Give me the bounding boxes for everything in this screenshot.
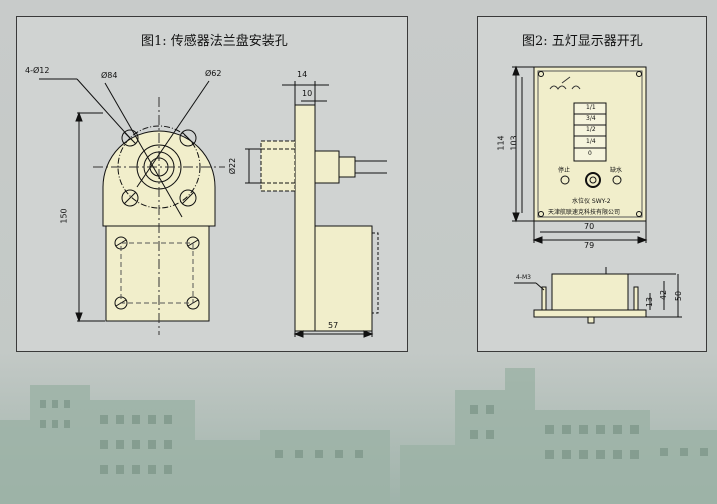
side-bracket xyxy=(314,225,373,332)
figure2-title: 图2: 五灯显示器开孔 xyxy=(522,34,643,49)
button-label-nowater: 缺水 xyxy=(610,167,623,174)
flange-hole xyxy=(179,129,197,147)
dim-w57: 57 xyxy=(328,321,339,330)
dim-w70: 70 xyxy=(584,222,595,231)
figure1-title: 图1: 传感器法兰盘安装孔 xyxy=(141,34,288,49)
dim-w14: 14 xyxy=(297,70,308,79)
dim-w79: 79 xyxy=(584,241,595,250)
figure2-panel: 图2: 五灯显示器开孔 xyxy=(477,16,707,352)
side-flange xyxy=(294,104,316,332)
dim-h13: 13 xyxy=(645,296,655,308)
sensor-tube xyxy=(260,140,296,192)
dim-d22: Ø22 xyxy=(228,157,238,175)
level-full: 1/1 xyxy=(586,104,596,111)
dim-h103: 103 xyxy=(509,135,519,151)
flange-hole xyxy=(121,129,139,147)
dim-holes: 4-Ø12 xyxy=(25,66,50,75)
level-quarter: 1/4 xyxy=(586,138,596,145)
dim-h114: 114 xyxy=(496,135,506,151)
display-drawing xyxy=(512,65,682,324)
company-label: 天津航联速克科技有限公司 xyxy=(548,209,621,216)
level-empty: 0 xyxy=(588,150,592,157)
level-half: 1/2 xyxy=(586,126,596,133)
flange-hole xyxy=(179,189,197,207)
model-label: 水位仪 SWY-2 xyxy=(572,198,611,205)
dim-d62: Ø62 xyxy=(205,69,222,78)
dim-screws: 4-M3 xyxy=(516,274,531,281)
figure1-panel: 图1: 传感器法兰盘安装孔 xyxy=(16,16,408,352)
level-three-quarters: 3/4 xyxy=(586,115,596,122)
dim-d84: Ø84 xyxy=(101,71,118,80)
button-label-stop: 停止 xyxy=(558,167,571,174)
flange-drawing xyxy=(39,78,387,338)
display-side xyxy=(551,273,629,311)
pcd-circle xyxy=(117,125,201,209)
dim-h50: 50 xyxy=(674,290,684,302)
dim-h150: 150 xyxy=(59,208,69,224)
dim-w10: 10 xyxy=(302,89,313,98)
dim-h42: 42 xyxy=(659,289,669,301)
flange-hole xyxy=(121,189,139,207)
